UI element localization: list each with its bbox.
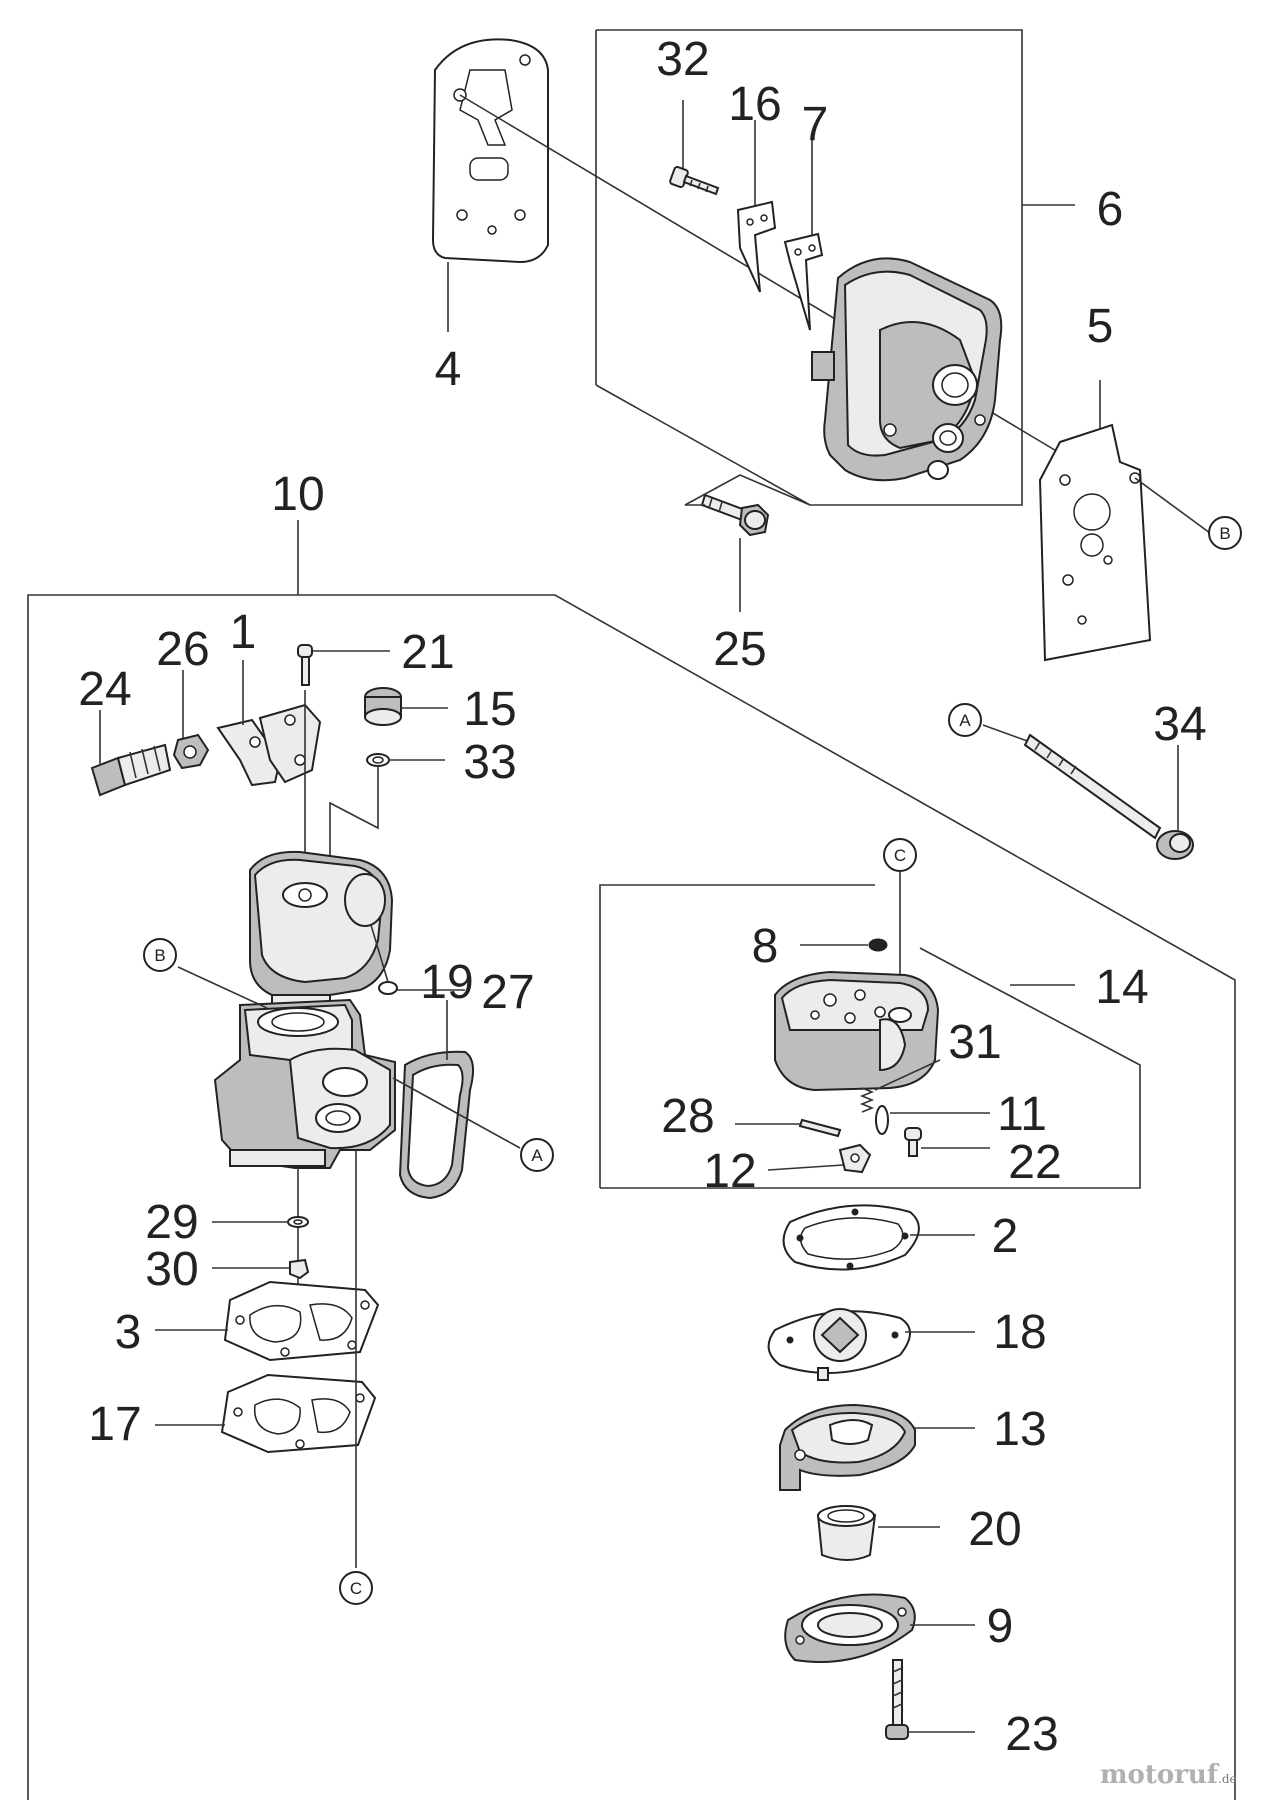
callout-6: 6 <box>1097 183 1124 236</box>
carburetor-main-body <box>213 998 396 1169</box>
callout-16: 16 <box>728 78 781 131</box>
callout-9: 9 <box>987 1600 1014 1653</box>
ref-letter: A <box>959 711 971 730</box>
callout-2: 2 <box>992 1210 1019 1263</box>
screw-part-21 <box>297 644 313 686</box>
reed-part-7 <box>783 232 824 331</box>
callout-15: 15 <box>463 683 516 736</box>
callout-12: 12 <box>703 1145 756 1198</box>
washer-part-33 <box>366 753 390 767</box>
bolt-part-25 <box>700 493 770 537</box>
callout-31: 31 <box>948 1016 1001 1069</box>
diaphragm-part-18 <box>767 1308 911 1381</box>
ref-letter: C <box>894 846 906 865</box>
callout-23: 23 <box>1005 1708 1058 1761</box>
ref-letter: B <box>1219 524 1230 543</box>
callout-26: 26 <box>156 623 209 676</box>
ref-circle-b-top: B <box>1208 516 1242 550</box>
callout-24: 24 <box>78 663 131 716</box>
ref-circle-a-carb: A <box>520 1138 554 1172</box>
callout-33: 33 <box>463 736 516 789</box>
watermark-suffix: .de <box>1218 1772 1237 1786</box>
alignment-line <box>459 94 1106 481</box>
callout-28: 28 <box>661 1090 714 1143</box>
callout-7: 7 <box>802 98 829 151</box>
gasket-part-5 <box>1038 423 1152 662</box>
ref-circle-c-carb: C <box>339 1571 373 1605</box>
callout-5: 5 <box>1087 300 1114 353</box>
watermark-text: motoruf <box>1100 1760 1218 1790</box>
gasket-part-2 <box>782 1204 920 1271</box>
callout-17: 17 <box>88 1398 141 1451</box>
needle-lever-part-12 <box>838 1143 872 1174</box>
callout-30: 30 <box>145 1243 198 1296</box>
plug-part-15 <box>364 687 402 726</box>
callout-29: 29 <box>145 1196 198 1249</box>
insulator-part-6 <box>811 257 1003 482</box>
washer-part-29 <box>287 1216 309 1228</box>
callout-11: 11 <box>997 1088 1047 1141</box>
group-10-frame <box>27 520 1236 1800</box>
spring-part-31 <box>859 1087 875 1113</box>
check-ball-part-8 <box>868 938 888 952</box>
o-ring-part-11 <box>875 1105 889 1135</box>
reed-part-16 <box>736 200 777 293</box>
callout-3: 3 <box>115 1306 142 1359</box>
long-bolt-part-34 <box>982 724 1194 860</box>
gasket-ring-part-19 <box>398 1050 475 1200</box>
callout-13: 13 <box>993 1403 1046 1456</box>
screw-part-32 <box>669 165 720 196</box>
filter-part-30 <box>289 1258 310 1280</box>
group-6-frame <box>595 29 1075 506</box>
ref-letter: A <box>531 1146 543 1165</box>
callout-19: 19 <box>420 956 473 1009</box>
callout-10: 10 <box>271 468 324 521</box>
ref-letter: B <box>154 946 165 965</box>
callout-27: 27 <box>481 966 534 1019</box>
ref-circle-a-top: A <box>948 703 982 737</box>
ref-circle-b-carb: B <box>143 938 177 972</box>
clip-part-27 <box>378 981 398 995</box>
callout-32: 32 <box>656 33 709 86</box>
callout-8: 8 <box>752 920 779 973</box>
ref-circle-c-top: C <box>883 838 917 872</box>
screw-part-22 <box>904 1127 922 1157</box>
adjuster-screw-part-24 <box>90 743 172 797</box>
callout-labels: 4 32 16 7 6 5 10 25 34 24 26 1 21 15 33 … <box>78 33 1206 1761</box>
callout-34: 34 <box>1153 698 1206 751</box>
callout-18: 18 <box>993 1306 1046 1359</box>
primer-bulb-part-20 <box>816 1505 877 1561</box>
carburetor-cover <box>774 970 940 1092</box>
pin-part-28 <box>798 1118 842 1138</box>
watermark: motoruf.de <box>1100 1760 1237 1790</box>
callout-14: 14 <box>1095 961 1148 1014</box>
group-14-frame <box>599 884 1141 1189</box>
callout-21: 21 <box>401 626 454 679</box>
screw-part-23 <box>885 1659 909 1740</box>
nut-part-26 <box>172 733 210 770</box>
callout-22: 22 <box>1008 1136 1061 1189</box>
gasket-part-4 <box>431 38 549 264</box>
gasket-part-17 <box>220 1373 377 1454</box>
ref-letter: C <box>350 1579 362 1598</box>
callout-20: 20 <box>968 1503 1021 1556</box>
callout-4: 4 <box>435 343 462 396</box>
pump-body-part-13 <box>779 1403 916 1491</box>
callout-1: 1 <box>230 606 257 659</box>
cover-part-9 <box>784 1593 916 1663</box>
diaphragm-part-3 <box>223 1280 380 1362</box>
callout-25: 25 <box>713 623 766 676</box>
